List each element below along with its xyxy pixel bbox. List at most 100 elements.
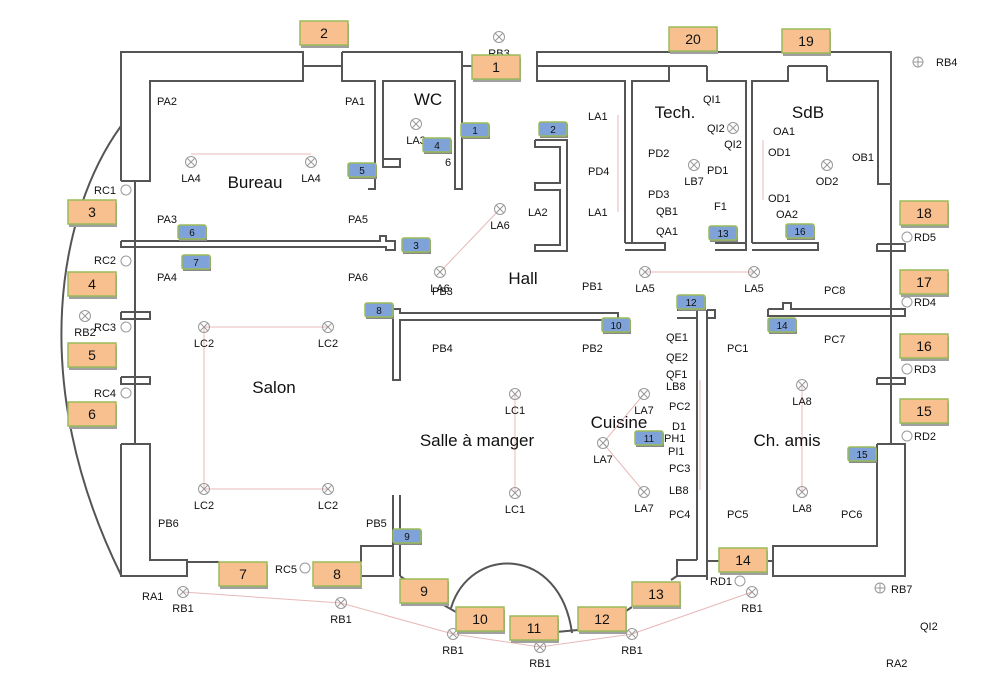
light-icon — [198, 321, 210, 333]
door-number: 10 — [610, 321, 622, 332]
socket-label: PA5 — [348, 214, 368, 226]
motor-icon — [734, 575, 746, 587]
window-marker[interactable]: 16 — [899, 333, 949, 361]
light-point[interactable]: LC1 — [505, 388, 525, 418]
light-label: LA8 — [792, 396, 812, 408]
socket-label: PB5 — [366, 518, 387, 530]
window-marker[interactable]: 3 — [67, 199, 117, 227]
switch-label: LA2 — [528, 207, 548, 219]
window-marker[interactable]: 7 — [218, 561, 268, 589]
window-marker[interactable]: 2 — [299, 20, 349, 48]
light-point[interactable]: LA4 — [181, 156, 201, 186]
door-marker[interactable]: 12 — [676, 294, 706, 311]
window-marker[interactable]: 8 — [312, 561, 362, 589]
window-number: 16 — [916, 338, 932, 354]
window-number: 11 — [527, 620, 542, 636]
light-point[interactable]: LA5 — [744, 266, 764, 296]
light-label: LA7 — [593, 454, 613, 466]
room-label: Cuisine — [591, 413, 648, 432]
window-marker[interactable]: 9 — [399, 578, 449, 606]
window-marker[interactable]: 6 — [67, 401, 117, 429]
motor-label: RD1 — [710, 576, 732, 588]
light-label: LC2 — [318, 338, 338, 350]
door-marker[interactable]: 15 — [847, 446, 877, 463]
light-point[interactable]: RB1 — [442, 628, 464, 658]
motor-icon — [901, 296, 913, 308]
light-point[interactable]: LC2 — [318, 483, 338, 513]
door-marker[interactable]: 8 — [364, 302, 394, 319]
light-point[interactable]: LA8 — [792, 486, 812, 516]
light-icon — [509, 487, 521, 499]
light-label: OD2 — [816, 176, 839, 188]
socket-label: PD4 — [588, 166, 609, 178]
motor-label: RD3 — [914, 364, 936, 376]
door-marker[interactable]: 14 — [767, 317, 797, 334]
window-marker[interactable]: 15 — [899, 398, 949, 426]
socket-label: PC8 — [824, 285, 845, 297]
light-label: LA4 — [301, 173, 321, 185]
door-marker[interactable]: 3 — [401, 237, 431, 254]
light-point[interactable]: RB1 — [172, 586, 194, 616]
light-point[interactable]: RB2 — [74, 310, 96, 340]
light-point[interactable]: LA3 — [406, 118, 426, 148]
motor-label: RD5 — [914, 232, 936, 244]
light-point[interactable]: LC2 — [194, 321, 214, 351]
door-marker[interactable]: 11 — [634, 430, 664, 447]
light-point[interactable]: QI2 — [724, 122, 742, 152]
light-point[interactable]: LA8 — [792, 379, 812, 409]
window-marker[interactable]: 13 — [631, 581, 681, 609]
door-marker[interactable]: 16 — [785, 223, 815, 240]
door-marker[interactable]: 1 — [460, 122, 490, 139]
light-point[interactable]: LB7 — [684, 159, 704, 189]
socket-label: OA1 — [773, 126, 795, 138]
socket-label: PD3 — [648, 189, 669, 201]
window-marker[interactable]: 11 — [509, 615, 559, 643]
door-marker[interactable]: 6 — [177, 224, 207, 241]
light-point[interactable]: LC2 — [318, 321, 338, 351]
light-point[interactable]: LA7 — [634, 486, 654, 516]
light-point[interactable]: LA6 — [430, 266, 450, 296]
light-icon — [746, 586, 758, 598]
light-point[interactable]: LA7 — [593, 437, 613, 467]
window-number: 1 — [492, 59, 500, 75]
door-marker[interactable]: 5 — [347, 162, 377, 179]
window-marker[interactable]: 10 — [455, 606, 505, 634]
door-marker[interactable]: 7 — [181, 254, 211, 271]
window-marker[interactable]: 1 — [471, 54, 521, 82]
light-point[interactable]: LA7 — [634, 388, 654, 418]
light-point[interactable]: RB1 — [330, 597, 352, 627]
light-label: RB1 — [529, 658, 550, 670]
light-point[interactable]: LC2 — [194, 483, 214, 513]
door-number: 4 — [434, 141, 440, 152]
door-marker[interactable]: 2 — [538, 121, 568, 138]
window-number: 2 — [320, 25, 328, 41]
socket-label: PC5 — [727, 509, 748, 521]
room-label: Salon — [252, 378, 295, 397]
light-point[interactable]: RB1 — [741, 586, 763, 616]
door-number: 16 — [794, 227, 806, 238]
light-point[interactable]: LC1 — [505, 487, 525, 517]
door-marker[interactable]: 10 — [601, 317, 631, 334]
window-marker[interactable]: 4 — [67, 271, 117, 299]
window-marker[interactable]: 17 — [899, 269, 949, 297]
window-marker[interactable]: 14 — [718, 547, 768, 575]
window-marker[interactable]: 19 — [781, 28, 831, 56]
door-marker[interactable]: 13 — [708, 225, 738, 242]
light-point[interactable]: LA6 — [490, 203, 510, 233]
device-labels: PA2 PA1 PA3 PA4 PA5 PA6 PB3 PB4 PB1 PB2 … — [94, 57, 957, 670]
door-number: 14 — [776, 321, 788, 332]
door-marker[interactable]: 4 — [422, 137, 452, 154]
window-marker[interactable]: 20 — [668, 26, 718, 54]
window-marker[interactable]: 18 — [899, 200, 949, 228]
window-marker[interactable]: 12 — [577, 606, 627, 634]
window-number: 14 — [735, 552, 751, 568]
light-icon — [821, 159, 833, 171]
socket-label: PA4 — [157, 272, 177, 284]
light-point[interactable]: LA4 — [301, 156, 321, 186]
light-point[interactable]: LA5 — [635, 266, 655, 296]
motor-icons — [120, 56, 924, 594]
window-marker[interactable]: 5 — [67, 342, 117, 370]
light-point[interactable]: OD2 — [816, 159, 839, 189]
door-marker[interactable]: 9 — [392, 528, 422, 545]
socket-label: RA1 — [142, 591, 163, 603]
